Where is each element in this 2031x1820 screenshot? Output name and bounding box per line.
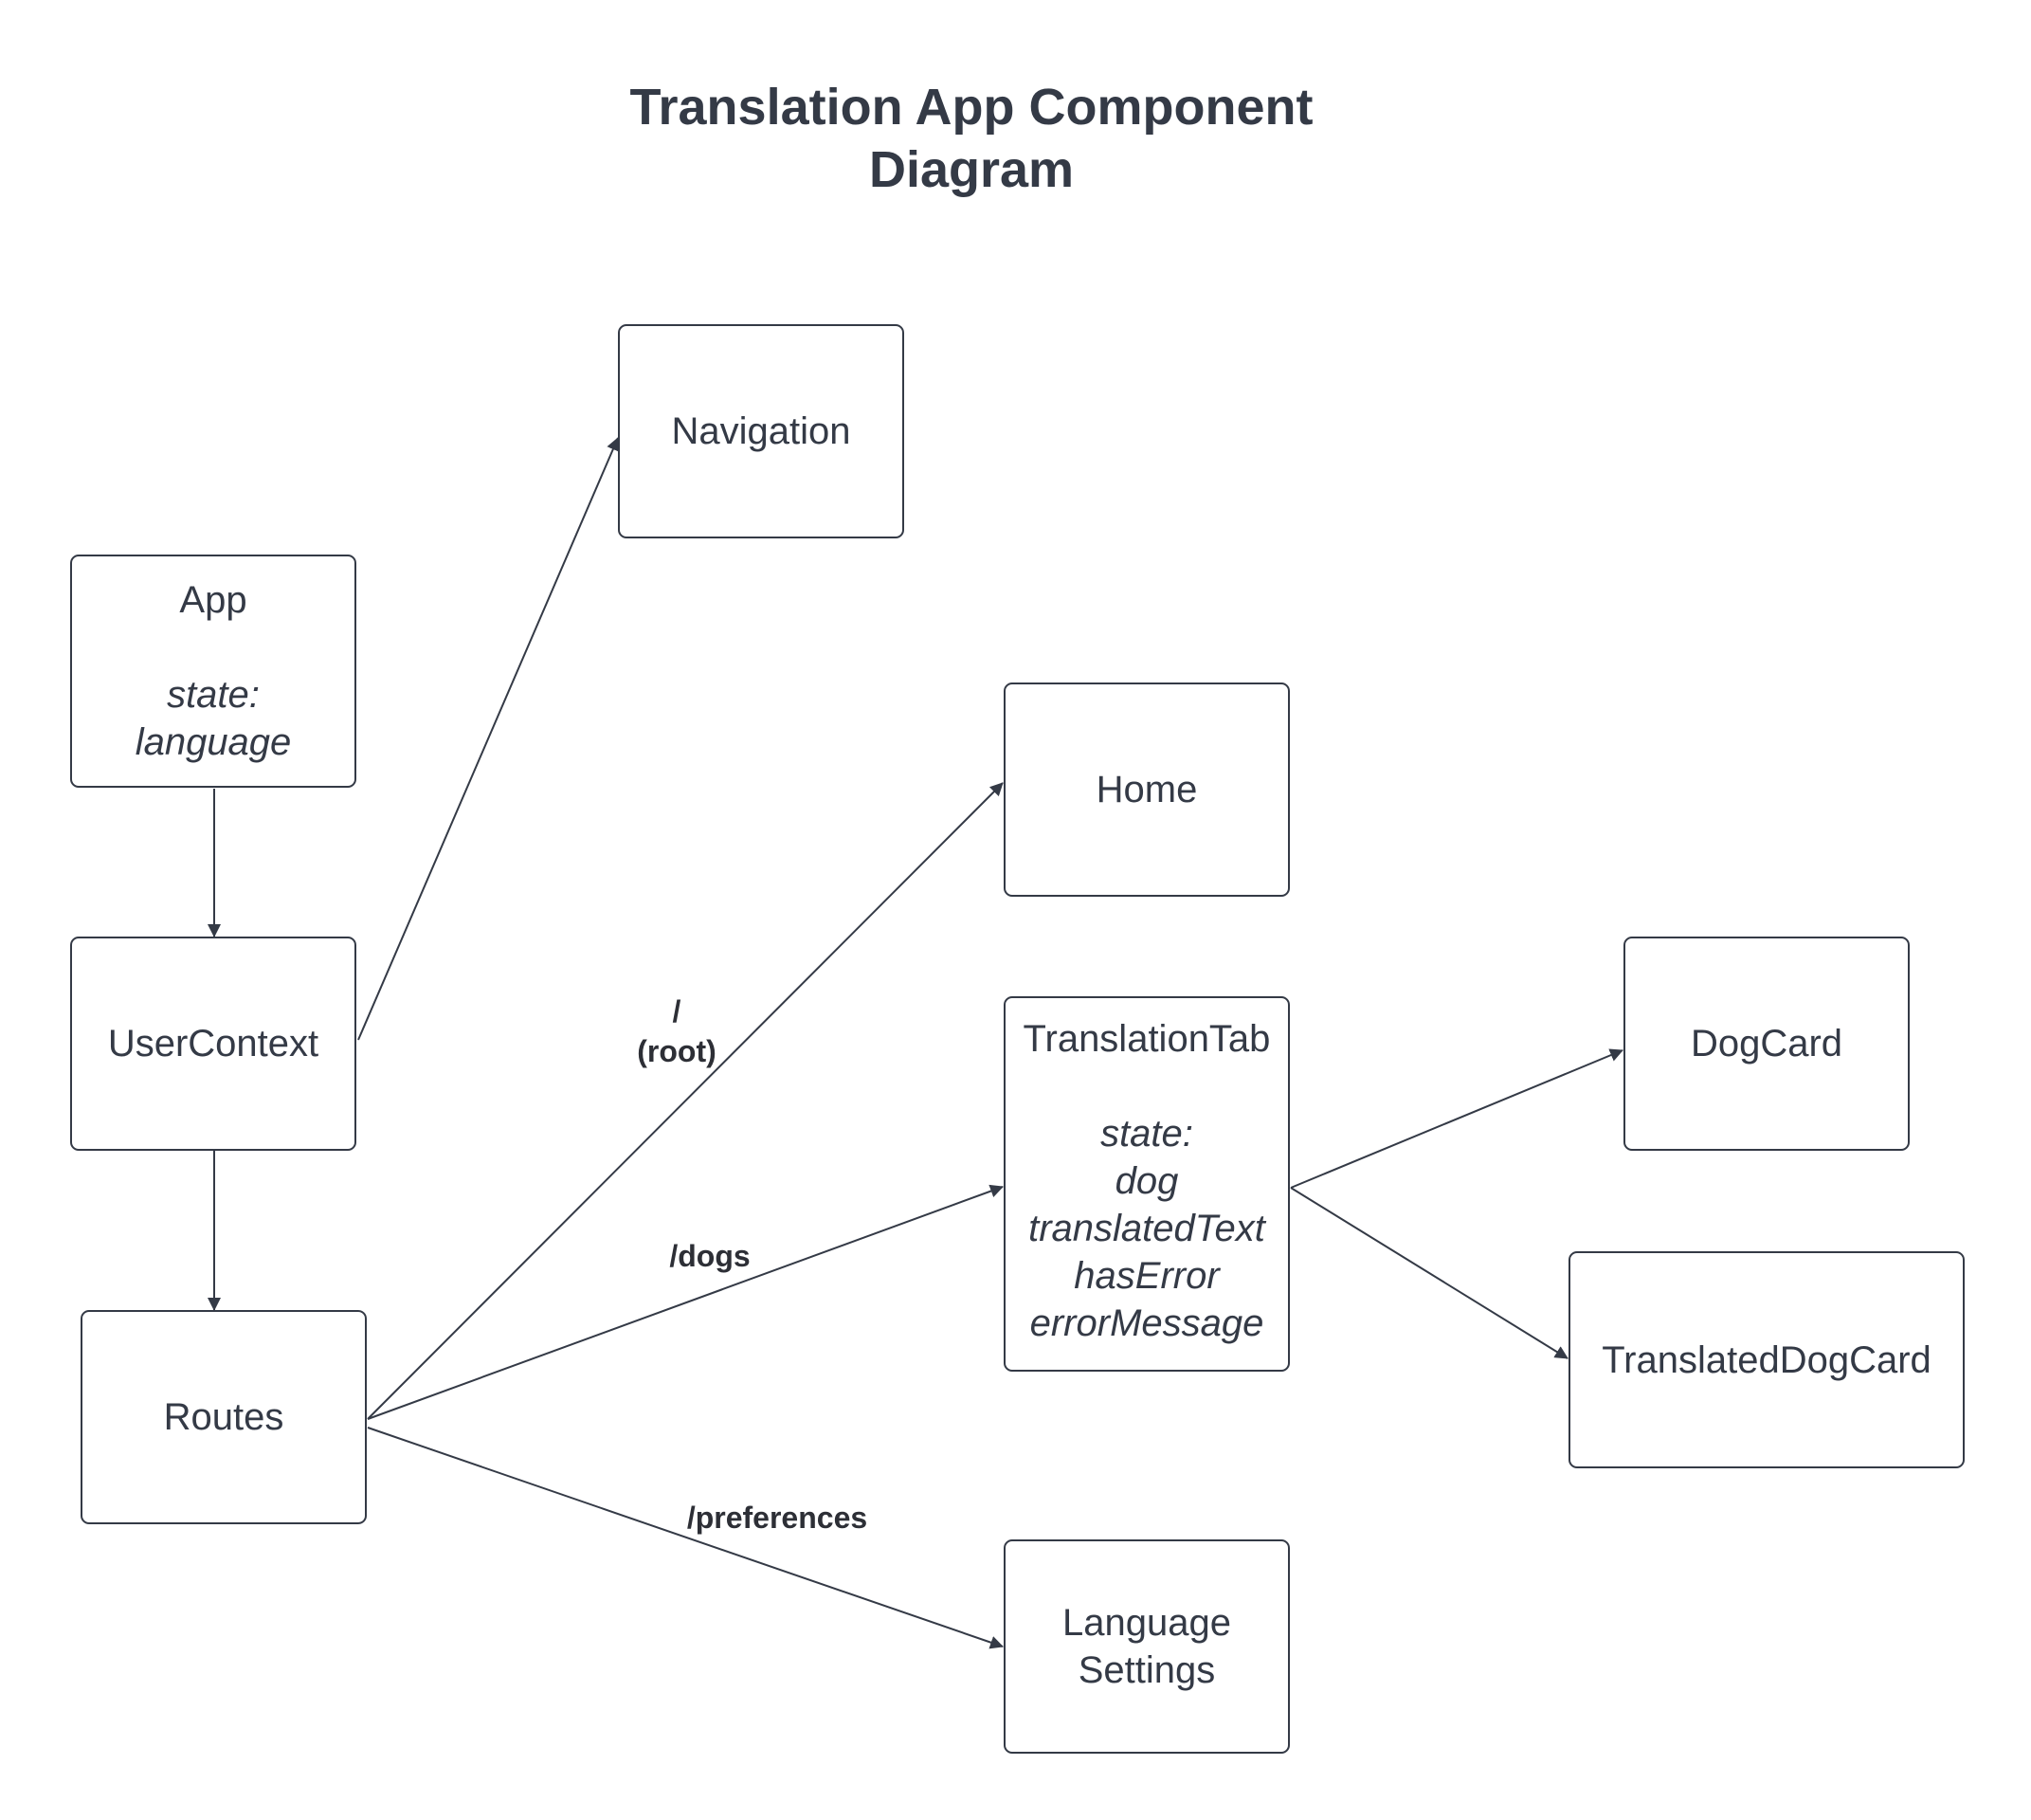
- node-home: Home: [1004, 682, 1290, 897]
- node-routes: Routes: [81, 1310, 367, 1524]
- node-label: Navigation: [671, 410, 851, 452]
- edge-label-line: /dogs: [669, 1239, 751, 1273]
- edge-translationtab-dogcard: [1290, 1048, 1623, 1189]
- state-list: state: dog translatedText hasError error…: [1028, 1110, 1265, 1347]
- state-item: hasError: [1074, 1255, 1220, 1297]
- title-line: Diagram: [868, 141, 1075, 198]
- node-translationtab: TranslationTab state: dog translatedText…: [1004, 996, 1290, 1372]
- title-line: Translation App Component: [629, 79, 1314, 136]
- state-item: state:: [167, 674, 260, 716]
- node-label: Home: [1096, 769, 1198, 810]
- state-item: state:: [1100, 1113, 1193, 1155]
- state-item: dog: [1115, 1160, 1179, 1202]
- node-label: TranslationTab: [1023, 1018, 1271, 1060]
- edge-usercontext-navigation: [357, 437, 620, 1041]
- edge-label-dogs: /dogs: [648, 1236, 771, 1276]
- state-list: state: language: [136, 671, 292, 766]
- state-item: errorMessage: [1029, 1302, 1264, 1344]
- node-label: Routes: [163, 1396, 284, 1438]
- edge-label-preferences: /preferences: [663, 1498, 891, 1538]
- edge-label-line: (root): [637, 1034, 716, 1068]
- node-usercontext: UserContext: [70, 937, 356, 1151]
- edge-label-root: / (root): [620, 992, 734, 1071]
- node-label: App: [179, 579, 247, 621]
- node-label: Settings: [1078, 1649, 1216, 1691]
- node-languagesettings: Language Settings: [1004, 1539, 1290, 1754]
- edge-label-line: /: [672, 994, 681, 1028]
- edge-routes-home: [367, 782, 1004, 1420]
- node-label: TranslatedDogCard: [1602, 1338, 1931, 1381]
- node-translateddogcard: TranslatedDogCard: [1569, 1251, 1965, 1468]
- node-dogcard: DogCard: [1623, 937, 1910, 1151]
- diagram-title: Translation App Component Diagram: [0, 76, 1943, 201]
- state-item: language: [135, 721, 292, 763]
- node-label: UserContext: [107, 1023, 319, 1065]
- node-navigation: Navigation: [618, 324, 904, 538]
- edge-translationtab-translateddogcard: [1290, 1187, 1569, 1359]
- node-app: App state: language: [70, 555, 356, 788]
- state-item: translatedText: [1028, 1208, 1265, 1249]
- edge-routes-languagesettings: [367, 1427, 1004, 1649]
- node-label: DogCard: [1690, 1023, 1843, 1065]
- edge-routes-translationtab: [367, 1184, 1004, 1420]
- node-label: Language: [1062, 1602, 1231, 1644]
- edge-label-line: /preferences: [686, 1501, 868, 1535]
